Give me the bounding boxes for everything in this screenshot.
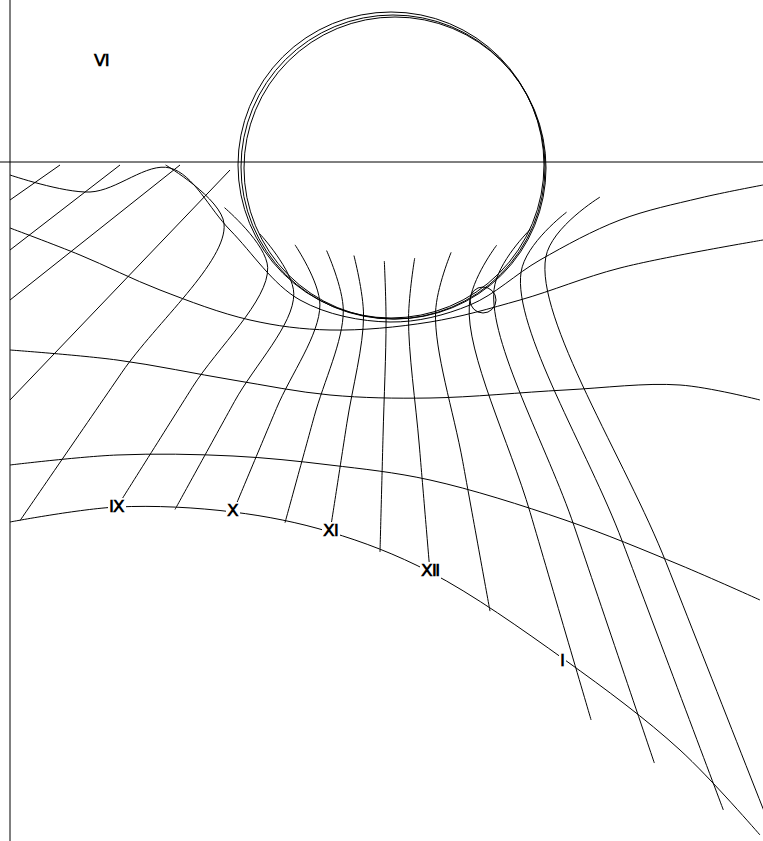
plate-number: Ⅵ	[93, 52, 111, 69]
hour-line	[233, 245, 320, 512]
hour-line	[545, 197, 763, 841]
hour-line	[520, 212, 723, 810]
hour-line	[435, 252, 490, 611]
horizon-line	[0, 162, 763, 163]
hour-line	[409, 258, 430, 572]
sun-circle	[241, 15, 545, 319]
declination-curve	[10, 454, 760, 600]
hour-line	[469, 245, 591, 720]
sun-circle	[244, 17, 546, 319]
marker-circle	[470, 287, 496, 313]
hour-line	[380, 261, 386, 552]
hour-line	[494, 230, 655, 764]
hour-line	[330, 256, 364, 532]
hour-line	[117, 208, 268, 507]
hour-label: Ⅺ	[322, 522, 340, 539]
hour-label: Ⅻ	[420, 562, 441, 579]
declination-curve	[10, 167, 763, 322]
hour-label: Ⅸ	[108, 498, 126, 515]
hour-line	[10, 170, 230, 400]
hour-line	[175, 234, 294, 510]
hour-label: Ⅰ	[559, 652, 566, 669]
hour-line	[285, 251, 343, 523]
hour-label: Ⅹ	[226, 502, 240, 519]
declination-curve	[10, 506, 760, 835]
hour-line	[10, 165, 60, 200]
frame-line	[10, 0, 11, 841]
hour-line	[10, 165, 120, 250]
hour-line	[10, 165, 180, 300]
